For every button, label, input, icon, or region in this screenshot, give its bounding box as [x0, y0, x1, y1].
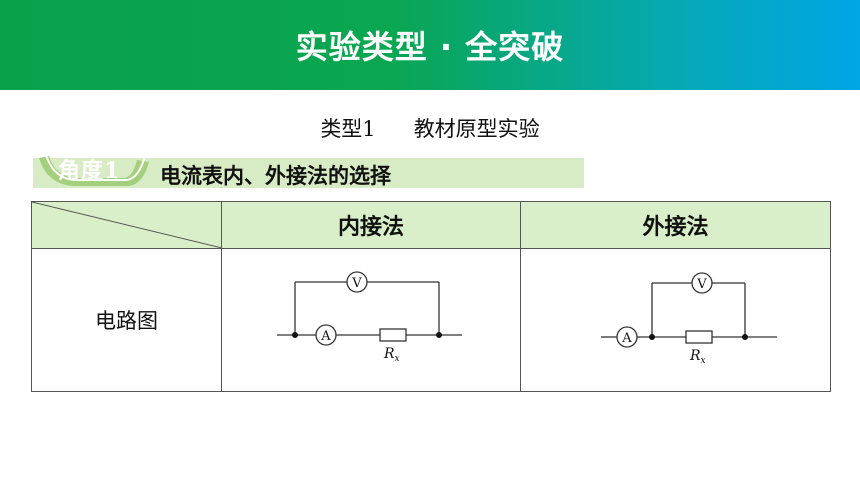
angle-tag: 角度1	[58, 158, 121, 184]
column-header-external: 外接法	[520, 201, 831, 249]
svg-text:V: V	[696, 277, 707, 292]
junction-dot	[292, 332, 298, 338]
junction-dot	[742, 334, 748, 340]
svg-text:A: A	[320, 329, 331, 344]
internal-circuit-diagram: V A Rx	[277, 271, 462, 364]
table-row: 电路图 V A	[31, 248, 831, 392]
row-label-circuit: 电路图	[31, 248, 222, 392]
angle-heading: 电流表内、外接法的选择	[160, 164, 391, 188]
internal-circuit-cell: V A Rx	[221, 248, 521, 392]
voltmeter-icon: V	[691, 272, 713, 294]
resistor-icon	[379, 328, 407, 342]
svg-text:V: V	[351, 276, 362, 291]
external-circuit-diagram: V A Rx	[601, 272, 777, 366]
resistor-label: Rx	[689, 348, 706, 366]
ammeter-icon: A	[616, 326, 638, 348]
banner-title: 实验类型 · 全突破	[295, 28, 565, 66]
corner-cell	[31, 201, 222, 249]
voltmeter-icon: V	[346, 271, 368, 293]
external-circuit-cell: V A Rx	[520, 248, 831, 392]
angle-tab-shape	[39, 151, 149, 186]
resistor-label: Rx	[383, 346, 400, 364]
title-banner: 实验类型 · 全突破	[0, 0, 860, 90]
junction-dot	[649, 334, 655, 340]
type-label: 类型1	[320, 117, 376, 141]
resistor-icon	[685, 330, 713, 344]
table-header-row: 内接法 外接法	[31, 201, 831, 249]
type-name: 教材原型实验	[413, 117, 540, 141]
svg-text:A: A	[621, 331, 632, 346]
ammeter-icon: A	[315, 324, 337, 346]
type-subtitle: 类型1 教材原型实验	[0, 113, 860, 143]
junction-dot	[436, 332, 442, 338]
column-header-internal: 内接法	[221, 201, 521, 249]
corner-diagonal	[32, 202, 222, 248]
comparison-table: 内接法 外接法 电路图 V	[31, 201, 831, 392]
